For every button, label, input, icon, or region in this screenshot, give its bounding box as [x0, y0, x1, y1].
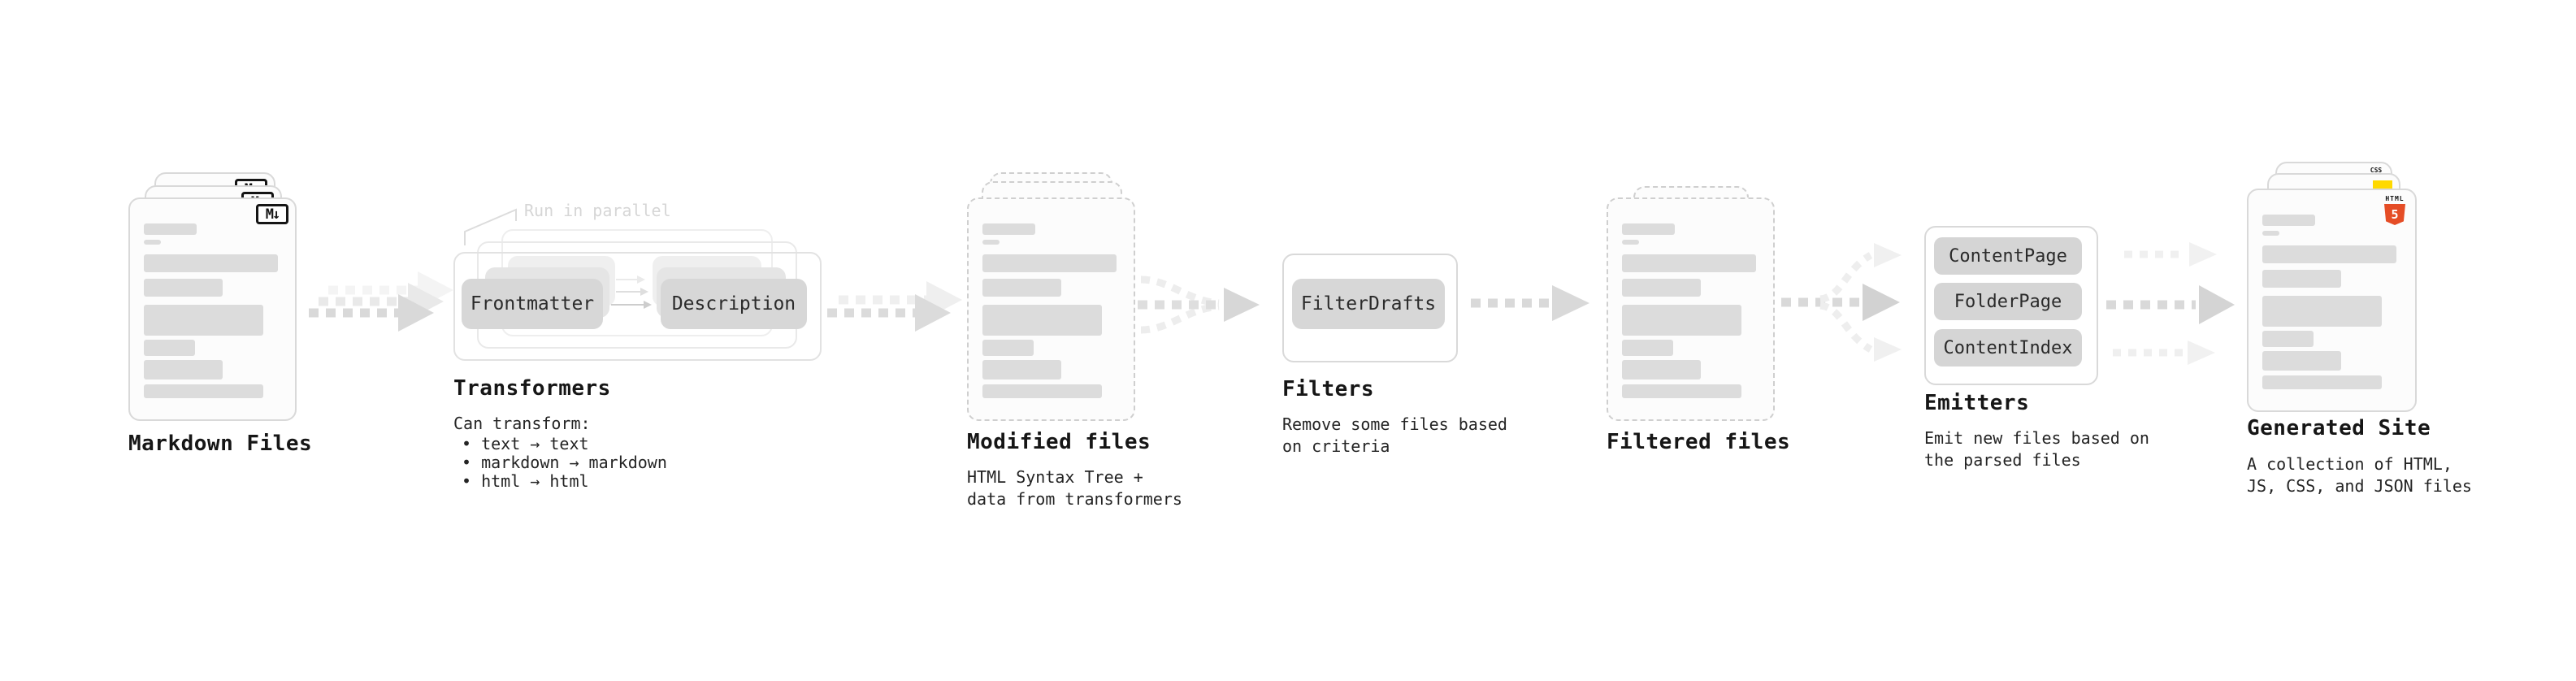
- run-in-parallel-annotation: Run in parallel: [524, 201, 671, 220]
- skeleton-line: [1622, 384, 1741, 398]
- desc-line: JS, CSS, and JSON files: [2247, 476, 2472, 496]
- generated-description: A collection of HTML, JS, CSS, and JSON …: [2247, 453, 2472, 497]
- stage-label-emitters: Emitters: [1924, 391, 2030, 415]
- bullet-item: • text → text: [462, 434, 589, 453]
- modified-file-stack: [967, 172, 1138, 424]
- transformers-box-front: [453, 252, 822, 361]
- markdown-file-card-front: M↓: [128, 197, 297, 421]
- skeleton-line: [144, 254, 278, 272]
- flow-arrow-filters-to-filtered: [1471, 285, 1589, 321]
- filtered-file-card-front: [1607, 197, 1775, 421]
- desc-line: the parsed files: [1924, 450, 2081, 470]
- transformers-bullet-list: • text → text • markdown → markdown • ht…: [453, 435, 667, 491]
- modified-description: HTML Syntax Tree + data from transformer…: [967, 466, 1182, 510]
- html5-word: HTML: [2385, 195, 2405, 202]
- stage-label-filters: Filters: [1282, 377, 1375, 401]
- filter-pill-filterdrafts: FilterDrafts: [1292, 279, 1445, 329]
- flow-arrow-transformers-to-modified: [827, 281, 962, 332]
- flow-arrow-filtered-to-emitters-fanout: [1781, 243, 1902, 362]
- flow-arrow-modified-to-filters-merge: [1138, 275, 1260, 334]
- stage-label-filtered: Filtered files: [1607, 430, 1791, 454]
- html5-icon: HTML 5: [2383, 195, 2407, 225]
- filters-description: Remove some files based on criteria: [1282, 414, 1507, 458]
- skeleton-line: [982, 340, 1034, 356]
- skeleton-line: [982, 254, 1117, 272]
- desc-line: HTML Syntax Tree +: [967, 467, 1143, 487]
- desc-line: Emit new files based on: [1924, 428, 2149, 448]
- skeleton-line: [1622, 240, 1639, 245]
- flow-arrow-markdown-to-transformers: [309, 271, 453, 332]
- skeleton-line: [1622, 223, 1675, 235]
- modified-file-card-front: [967, 197, 1135, 421]
- skeleton-line: [1622, 360, 1701, 380]
- stage-label-modified: Modified files: [967, 430, 1151, 454]
- stage-label-generated: Generated Site: [2247, 416, 2431, 440]
- js-badge-icon: [2373, 180, 2392, 189]
- skeleton-line: [982, 223, 1035, 235]
- skeleton-line: [2262, 231, 2279, 236]
- desc-line: Remove some files based: [1282, 414, 1507, 434]
- markdown-file-stack: M↓ M↓ M↓: [128, 172, 299, 424]
- skeleton-line: [2262, 351, 2341, 371]
- transformers-desc-title: Can transform:: [453, 414, 591, 433]
- skeleton-line: [144, 340, 195, 356]
- generated-site-stack: CSS HTML 5: [2247, 162, 2419, 414]
- skeleton-line: [144, 305, 263, 336]
- desc-line: on criteria: [1282, 436, 1390, 456]
- skeleton-line: [2262, 296, 2382, 327]
- skeleton-line: [1622, 254, 1756, 272]
- skeleton-line: [982, 384, 1102, 398]
- bullet-item: • html → html: [462, 471, 589, 491]
- transformer-pill-frontmatter: Frontmatter: [462, 279, 603, 329]
- skeleton-line: [2262, 270, 2341, 288]
- emitter-pill-contentpage: ContentPage: [1934, 237, 2082, 275]
- skeleton-line: [144, 360, 223, 380]
- skeleton-line: [2262, 375, 2382, 389]
- skeleton-line: [2262, 331, 2314, 347]
- skeleton-line: [2262, 245, 2396, 263]
- skeleton-line: [1622, 340, 1673, 356]
- desc-line: A collection of HTML,: [2247, 454, 2452, 474]
- skeleton-line: [982, 279, 1061, 297]
- skeleton-line: [144, 240, 161, 245]
- flow-arrows-emitters-to-generated: [2106, 242, 2235, 365]
- transformer-pill-description: Description: [661, 279, 807, 329]
- transformers-description: Can transform: • text → text • markdown …: [453, 413, 667, 491]
- stage-label-markdown: Markdown Files: [128, 432, 313, 456]
- emitter-pill-folderpage: FolderPage: [1934, 283, 2082, 320]
- markdown-icon: M↓: [256, 204, 288, 224]
- skeleton-line: [144, 279, 223, 297]
- run-in-parallel-callout-line: [464, 208, 517, 245]
- skeleton-line: [144, 223, 197, 235]
- html5-shield: 5: [2384, 204, 2405, 225]
- skeleton-line: [982, 240, 1000, 245]
- skeleton-line: [144, 384, 263, 398]
- stage-label-transformers: Transformers: [453, 376, 611, 401]
- skeleton-line: [1622, 279, 1701, 297]
- filtered-file-stack: [1607, 186, 1777, 430]
- skeleton-line: [1622, 305, 1741, 336]
- site-file-card-html: HTML 5: [2247, 189, 2417, 412]
- skeleton-line: [2262, 215, 2315, 226]
- desc-line: data from transformers: [967, 489, 1182, 509]
- skeleton-line: [982, 360, 1061, 380]
- skeleton-line: [982, 305, 1102, 336]
- emitter-pill-contentindex: ContentIndex: [1934, 329, 2082, 367]
- emitters-description: Emit new files based on the parsed files: [1924, 427, 2149, 471]
- transformer-inner-arrows: [611, 275, 652, 309]
- bullet-item: • markdown → markdown: [462, 453, 667, 472]
